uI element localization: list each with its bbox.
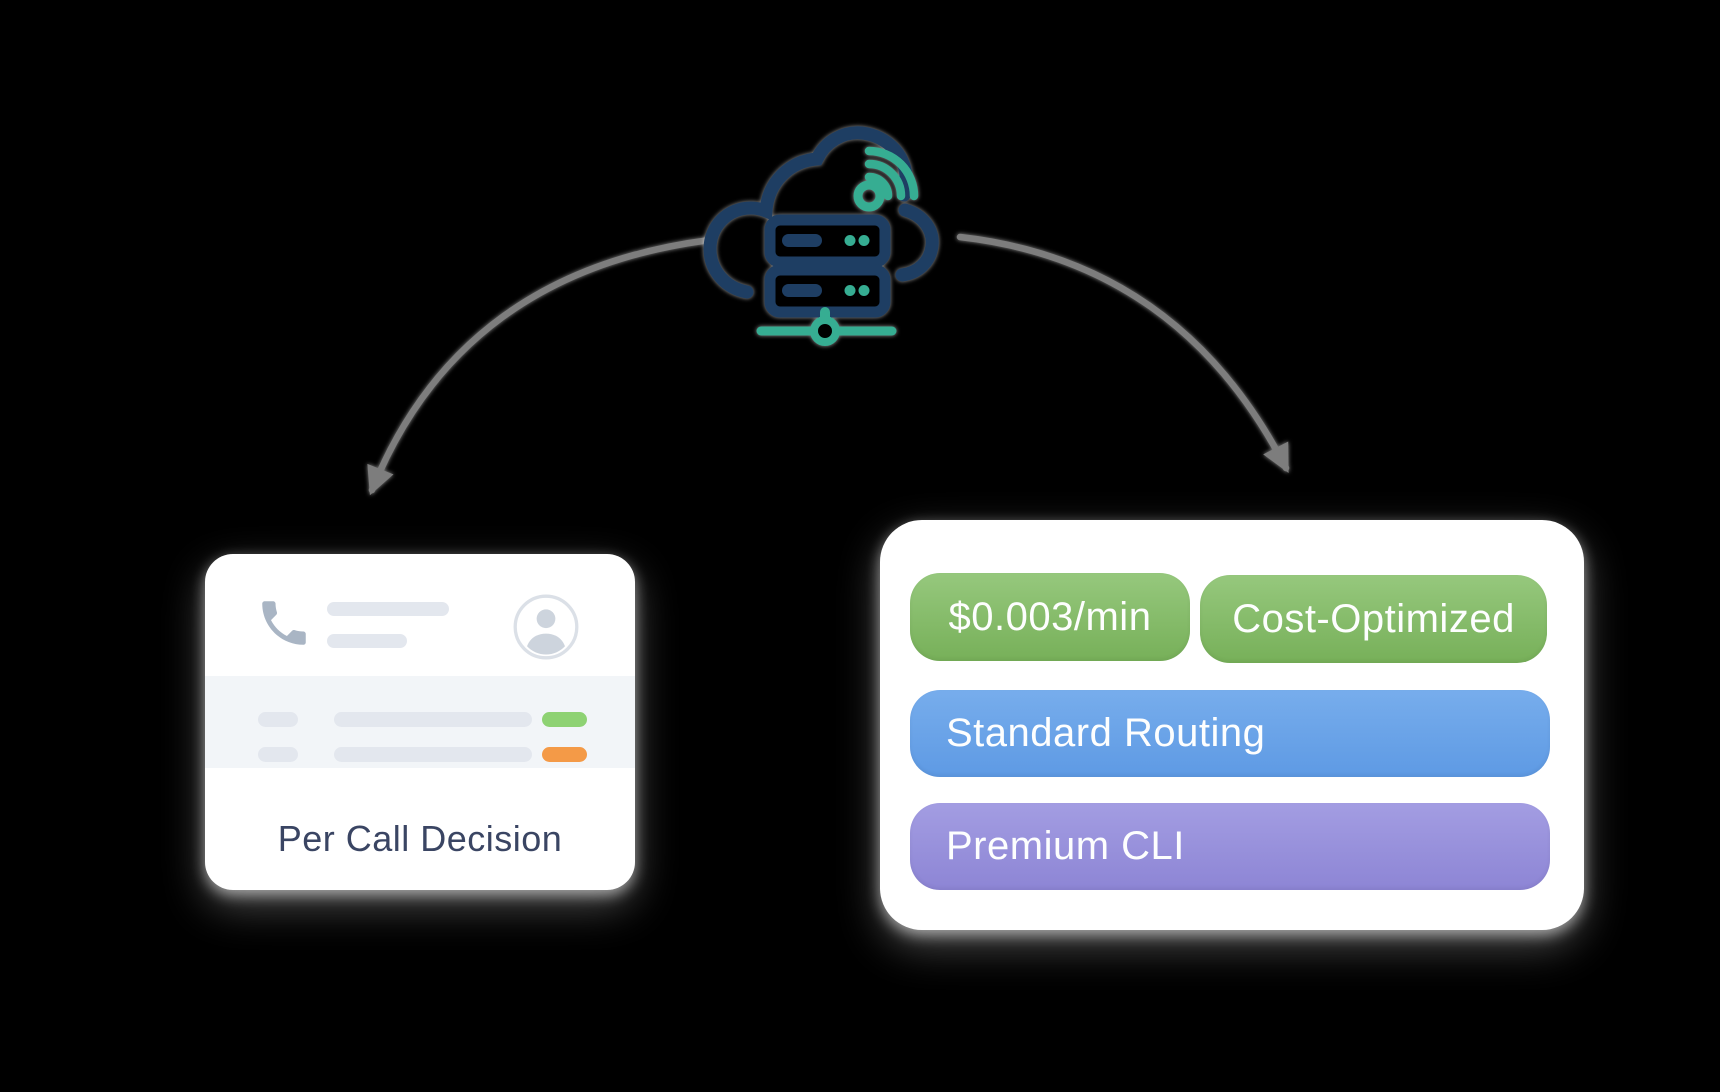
per-call-card-label: Per Call Decision	[277, 818, 563, 859]
skeleton-line	[327, 634, 407, 648]
cost-optimized-pill: Cost-Optimized	[1200, 575, 1547, 663]
network-link-icon	[756, 307, 897, 346]
skeleton-line	[258, 747, 298, 762]
skeleton-line	[334, 712, 532, 727]
status-badge-green	[542, 712, 587, 727]
skeleton-line	[327, 602, 449, 616]
right-curved-arrow	[956, 233, 1290, 474]
wifi-signal-icon	[853, 146, 919, 212]
premium-cli-pill: Premium CLI	[910, 803, 1550, 890]
routing-card: $0.003/min Cost-Optimized Standard Routi…	[880, 520, 1584, 930]
per-call-card: Per Call Decision	[205, 554, 635, 890]
left-curved-arrow	[367, 236, 714, 496]
standard-routing-pill: Standard Routing	[910, 690, 1550, 777]
phone-icon	[255, 594, 313, 652]
status-badge-orange	[542, 747, 587, 762]
server-rack-icon	[764, 214, 891, 318]
skeleton-line	[334, 747, 532, 762]
price-pill: $0.003/min	[910, 573, 1190, 661]
cloud-server-icon	[695, 118, 945, 353]
skeleton-line	[258, 712, 298, 727]
user-avatar-icon	[513, 594, 579, 660]
